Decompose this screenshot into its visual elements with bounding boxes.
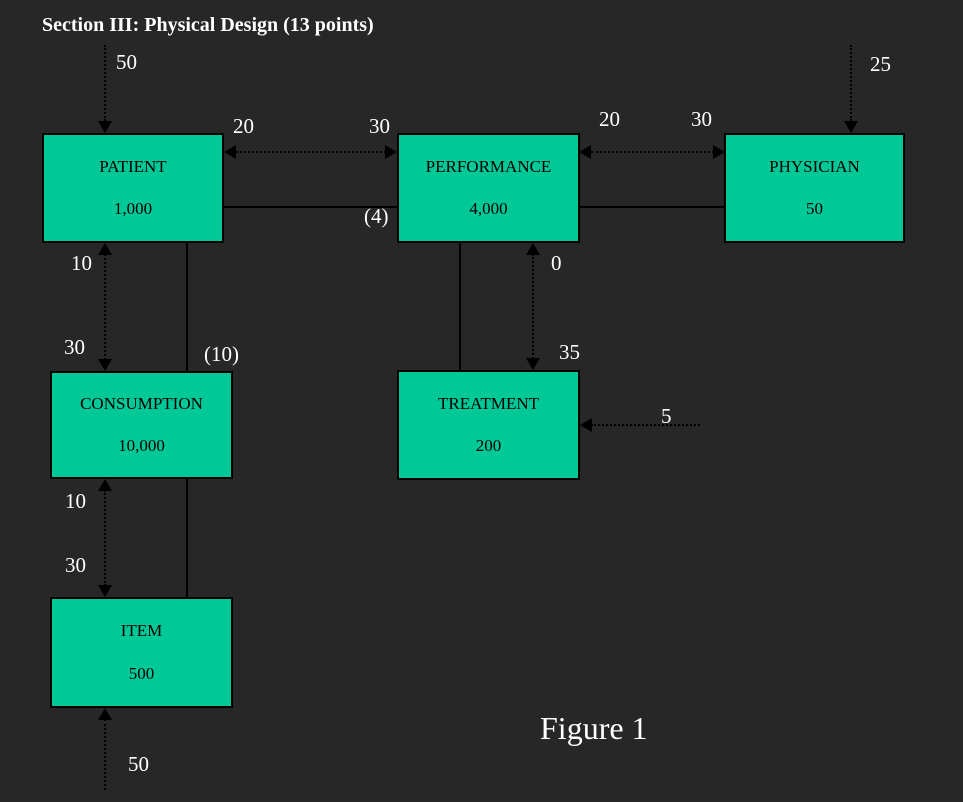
page-title: Section III: Physical Design (13 points): [42, 14, 374, 36]
edge-label-performance-treatment-min: 0: [551, 251, 562, 275]
arrow-into-patient-top: [104, 45, 106, 121]
entity-performance: PERFORMANCE 4,000: [397, 133, 580, 243]
arrow-into-treatment-right: [591, 424, 700, 426]
edge-label-consumption-annotation: (10): [204, 342, 239, 366]
entity-treatment-value: 200: [475, 436, 502, 455]
connector-patient-consumption-solid: [186, 243, 188, 371]
arrowhead-down-icon: [526, 358, 540, 370]
connector-patient-performance-solid: [224, 206, 397, 208]
arrow-into-item-bottom: [104, 719, 106, 790]
arrowhead-right-icon: [713, 145, 725, 159]
entity-patient-name: PATIENT: [99, 157, 167, 176]
edge-label-patient-consumption-max: 30: [64, 335, 85, 359]
arrowhead-up-icon: [98, 243, 112, 255]
arrowhead-down-icon: [98, 359, 112, 371]
entity-item-value: 500: [128, 663, 155, 683]
connector-consumption-item-solid: [186, 479, 188, 597]
arrowhead-up-icon: [98, 479, 112, 491]
arrowhead-left-icon: [579, 145, 591, 159]
entity-performance-name: PERFORMANCE: [425, 157, 552, 176]
edge-label-consumption-item-max: 30: [65, 553, 86, 577]
entity-performance-value: 4,000: [469, 199, 508, 218]
arrow-patient-consumption: [104, 254, 106, 360]
entity-consumption: CONSUMPTION 10,000: [50, 371, 233, 479]
entity-physician-name: PHYSICIAN: [769, 157, 860, 176]
arrowhead-up-icon: [98, 708, 112, 720]
entity-patient-value: 1,000: [113, 199, 153, 218]
entity-physician: PHYSICIAN 50: [724, 133, 905, 243]
figure-caption: Figure 1: [540, 710, 648, 746]
entity-physician-value: 50: [806, 199, 823, 218]
entity-consumption-value: 10,000: [118, 435, 165, 455]
arrowhead-down-icon: [98, 121, 112, 133]
arrowhead-left-icon: [224, 145, 236, 159]
entity-treatment: TREATMENT 200: [397, 370, 580, 480]
arrowhead-up-icon: [526, 243, 540, 255]
edge-label-patient-consumption-min: 10: [71, 251, 92, 275]
edge-label-item-in-bottom: 50: [128, 752, 149, 776]
arrowhead-right-icon: [385, 145, 397, 159]
entity-consumption-name: CONSUMPTION: [80, 394, 203, 414]
arrow-performance-physician: [591, 151, 714, 153]
edge-label-physician-in-top: 25: [870, 52, 891, 76]
entity-item: ITEM 500: [50, 597, 233, 708]
edge-label-performance-physician-max: 30: [691, 107, 712, 131]
arrowhead-left-icon: [580, 418, 592, 432]
entity-treatment-name: TREATMENT: [437, 394, 540, 413]
edge-label-performance-treatment-max: 35: [559, 340, 580, 364]
edge-label-patient-performance-min: 20: [233, 114, 254, 138]
edge-label-performance-annotation: (4): [364, 204, 389, 228]
arrowhead-down-icon: [98, 585, 112, 597]
entity-patient: PATIENT 1,000: [42, 133, 224, 243]
edge-label-consumption-item-min: 10: [65, 489, 86, 513]
edge-label-treatment-in-right: 5: [661, 404, 672, 428]
entity-item-name: ITEM: [120, 621, 163, 641]
edge-label-patient-performance-max: 30: [369, 114, 390, 138]
arrow-consumption-item: [104, 490, 106, 586]
edge-label-patient-in-top: 50: [116, 50, 137, 74]
arrow-into-physician-top: [850, 45, 852, 121]
connector-performance-treatment-solid: [459, 243, 461, 370]
arrowhead-down-icon: [844, 121, 858, 133]
arrow-patient-performance: [236, 151, 386, 153]
connector-performance-physician-solid: [579, 206, 725, 208]
edge-label-performance-physician-min: 20: [599, 107, 620, 131]
arrow-performance-treatment: [532, 254, 534, 359]
